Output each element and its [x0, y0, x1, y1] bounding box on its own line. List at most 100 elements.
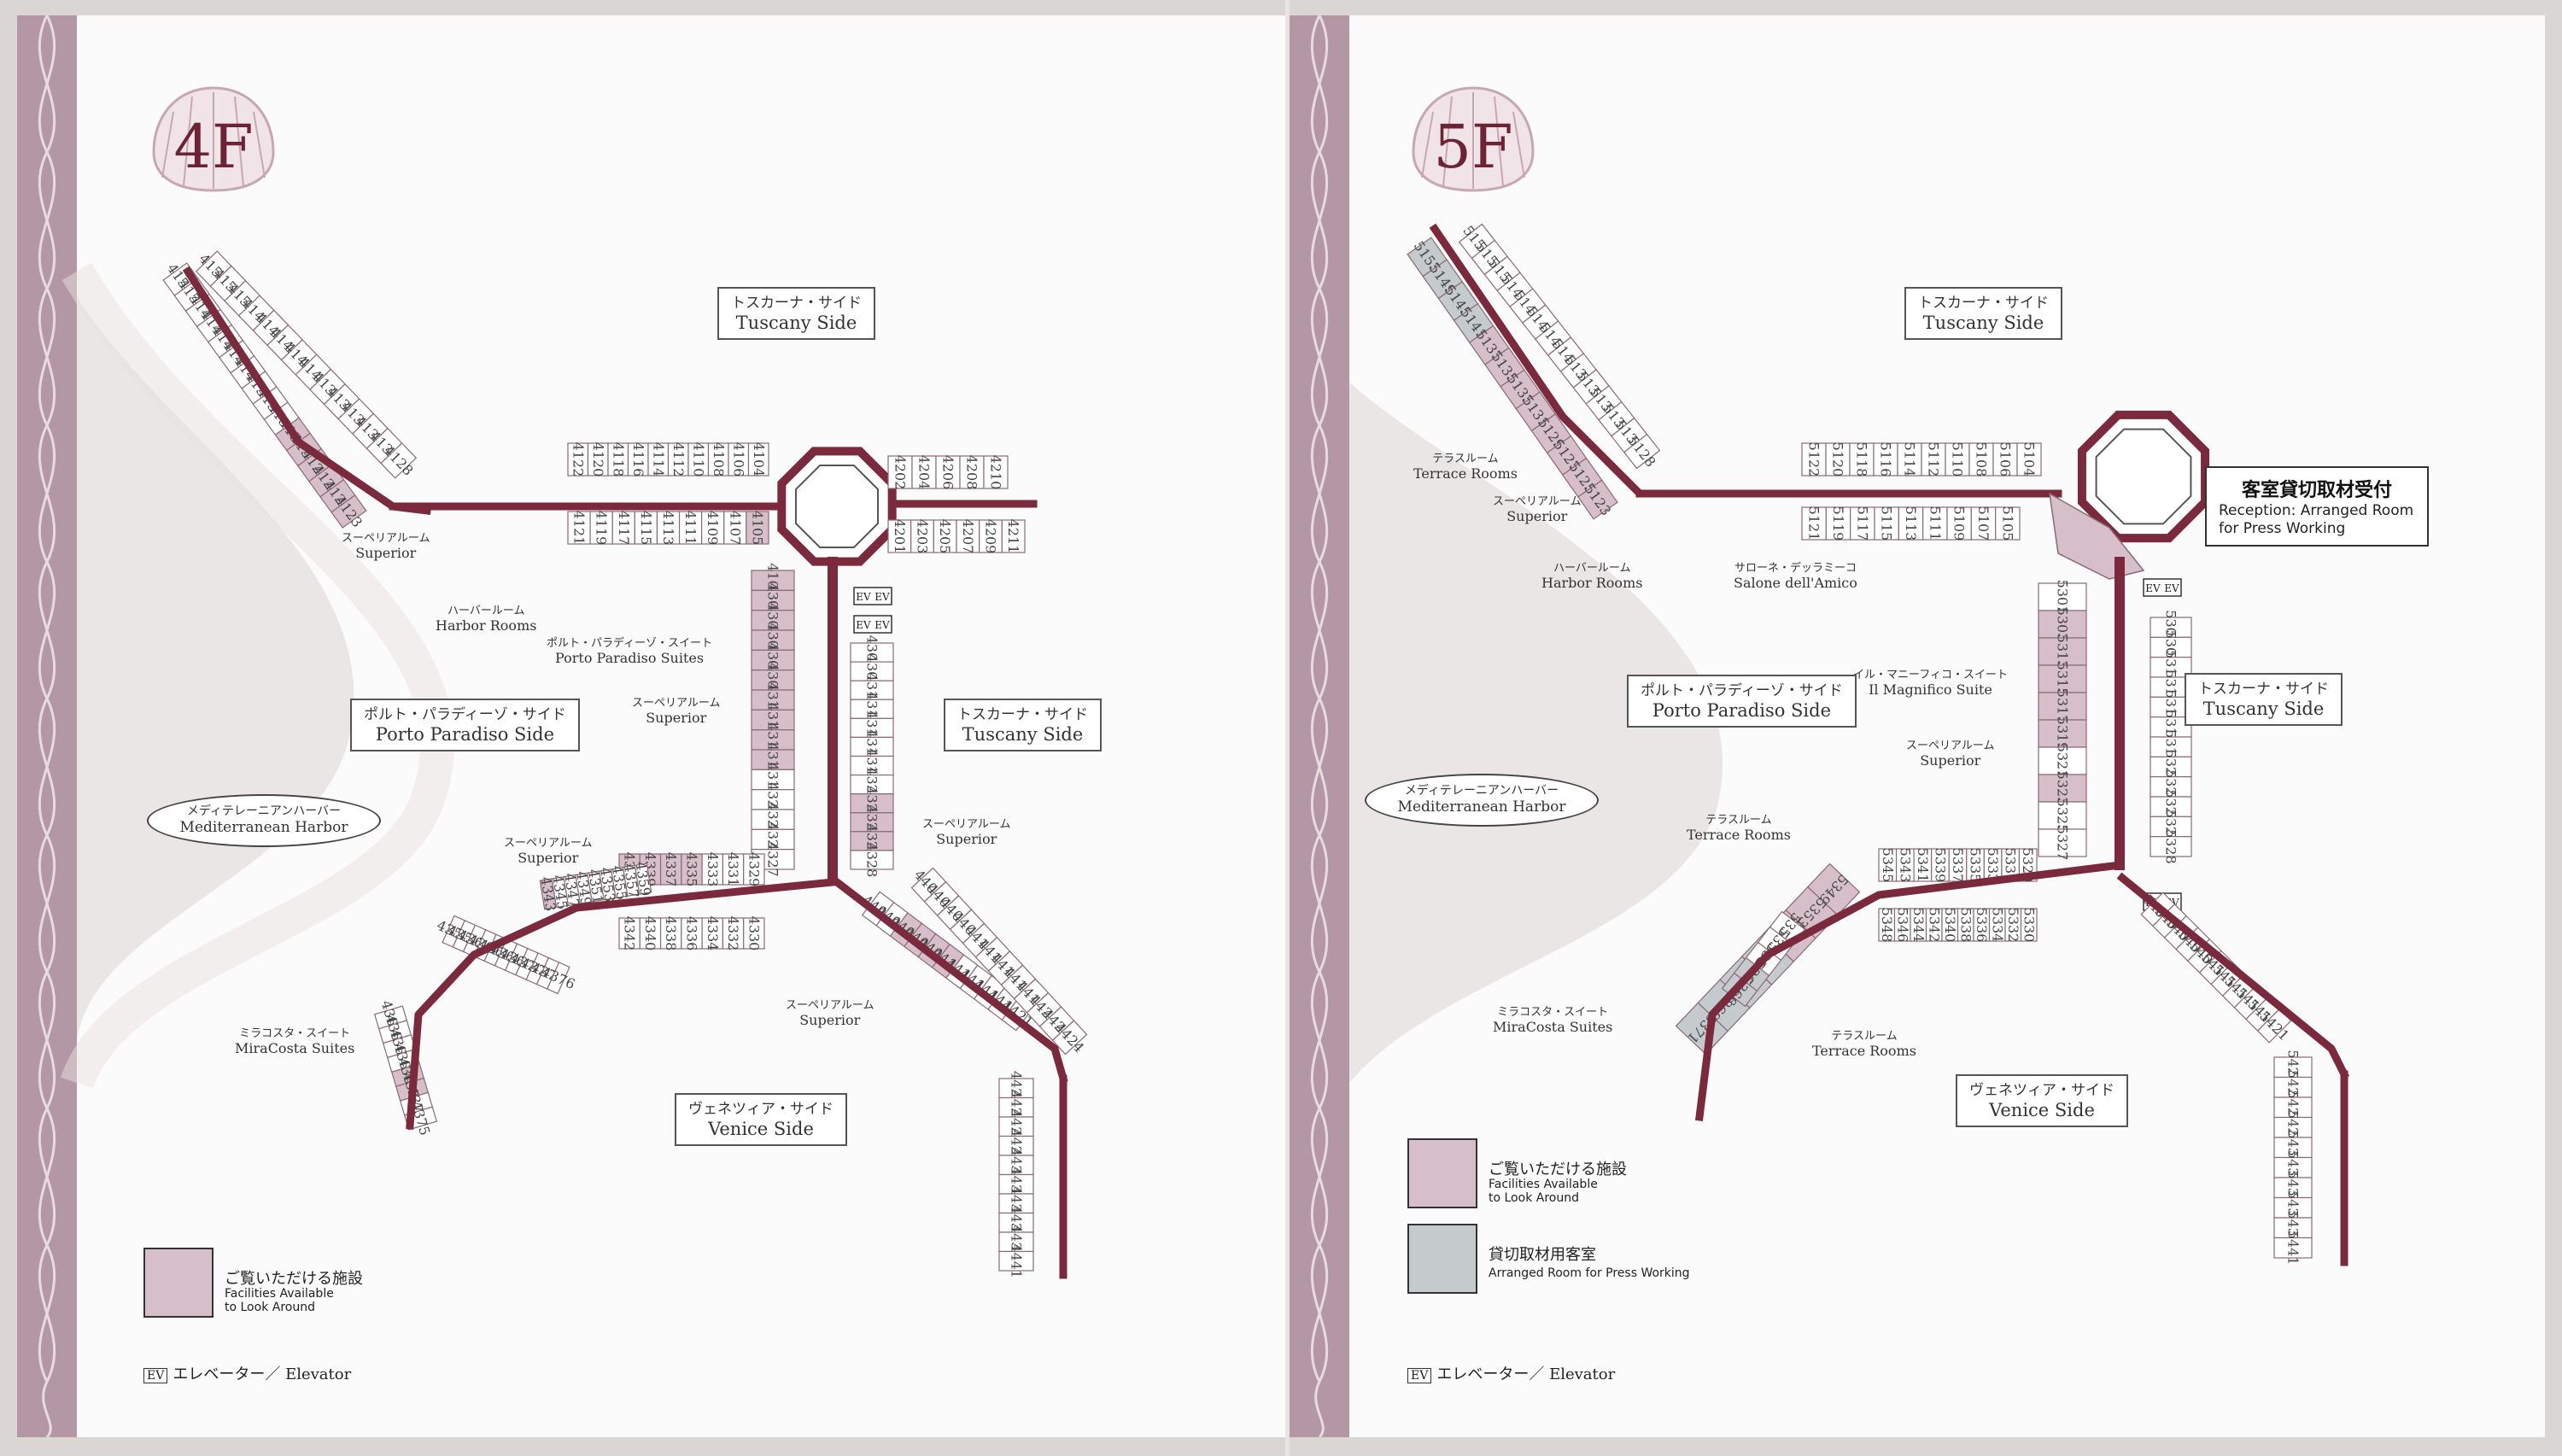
- room-number: 4313: [765, 703, 781, 738]
- room: 4117: [611, 511, 635, 545]
- room-number: 4337: [663, 852, 679, 887]
- room: 5344: [1910, 908, 1927, 942]
- room: 4331: [722, 852, 745, 886]
- room-box: [634, 862, 652, 895]
- press-swatch: [1407, 1224, 1477, 1294]
- room-number: 5339: [1932, 848, 1948, 883]
- room-number: 5342: [1926, 908, 1942, 943]
- room: 5110: [1945, 442, 1970, 477]
- room: 4330: [743, 916, 765, 950]
- room-number: 5314: [2163, 690, 2179, 725]
- corridor: [1694, 860, 2125, 1122]
- room: 5330: [2020, 908, 2038, 942]
- room-number: 4205: [937, 519, 953, 554]
- room: 4342: [618, 916, 640, 950]
- room: 5431: [2273, 1130, 2313, 1165]
- room-box: [722, 853, 745, 886]
- room: 4308: [850, 654, 894, 689]
- room: 4116: [627, 442, 649, 477]
- room: 4329: [743, 852, 765, 886]
- room-number: 5345: [1880, 848, 1896, 883]
- room-number: 4312: [864, 692, 880, 727]
- room-number: 4431: [1009, 1148, 1025, 1183]
- room-number: 5336: [1974, 908, 1990, 943]
- room-number: 4317: [765, 742, 781, 777]
- room-number: 5324: [2163, 789, 2179, 824]
- room-box: [547, 962, 570, 995]
- room-number: 5312: [2163, 670, 2179, 705]
- room: 4338: [659, 916, 682, 950]
- room: 4441: [998, 1243, 1034, 1278]
- room-number: 4328: [864, 843, 880, 878]
- room: 5118: [1849, 442, 1875, 477]
- room-number: 4427: [1009, 1109, 1025, 1144]
- room-box: [983, 455, 1009, 489]
- decorative-border: [17, 15, 77, 1437]
- page-fold: [1285, 0, 1290, 1456]
- room-number: 4108: [711, 442, 727, 477]
- room-box: [1051, 1020, 1088, 1055]
- room: 4321: [751, 782, 795, 817]
- room-number: 4118: [610, 442, 626, 477]
- room-number: 4303: [765, 603, 781, 638]
- floor-number: 5F: [1433, 112, 1513, 182]
- room-box: [2016, 442, 2042, 477]
- room-number: 5116: [1878, 442, 1894, 477]
- room-number: 4322: [864, 786, 880, 821]
- room-number: 5320: [2163, 750, 2179, 785]
- room-number: 4112: [670, 442, 687, 477]
- room: 5319: [2038, 716, 2087, 751]
- room: 5327: [2038, 826, 2087, 860]
- room-number: 4332: [725, 916, 741, 951]
- room: 5441: [2273, 1231, 2313, 1266]
- room: 5439: [2273, 1210, 2313, 1245]
- corridor: [2116, 872, 2350, 1080]
- room-number: 5112: [1926, 442, 1942, 477]
- room-box: [1825, 442, 1851, 477]
- room: 5303: [2038, 607, 2087, 641]
- room-number: 5331: [2003, 848, 2019, 883]
- room-number: 5340: [1942, 908, 1958, 943]
- room: 5104: [2016, 442, 2042, 477]
- room: 5111: [1922, 506, 1948, 541]
- room-number: 4116: [630, 442, 646, 477]
- room-number: 4327: [765, 842, 781, 877]
- room-box: [887, 455, 913, 489]
- room: 4431: [998, 1148, 1034, 1183]
- room-box: [639, 917, 662, 950]
- room-box: [743, 853, 765, 886]
- room-number: 4202: [892, 455, 909, 490]
- room: 4337: [659, 852, 682, 887]
- room-number: 4340: [642, 916, 658, 951]
- room-box: [1850, 506, 1875, 541]
- room: 5335: [1966, 848, 1985, 882]
- background-wave: [1349, 383, 1723, 1083]
- room-number: 4308: [864, 654, 880, 689]
- elevator-label: EV: [856, 619, 871, 631]
- room-box: [1623, 433, 1661, 470]
- room: 4429: [998, 1128, 1034, 1163]
- room-box: [611, 511, 635, 545]
- room-box: [956, 519, 980, 553]
- room-box: [911, 455, 937, 489]
- press-reception-label: 客室貸切取材受付 Reception: Arranged Room for Pr…: [2205, 466, 2429, 547]
- room-number: 5105: [1999, 506, 2015, 541]
- room: 4105: [746, 511, 769, 545]
- room-number: 5104: [2021, 442, 2038, 477]
- room: 4423: [998, 1071, 1034, 1106]
- room-box: [1825, 506, 1851, 541]
- room: 4317: [751, 742, 795, 777]
- room-number: 4210: [988, 455, 1004, 490]
- room-number: 5343: [1897, 848, 1913, 883]
- room-number: 4310: [864, 673, 880, 708]
